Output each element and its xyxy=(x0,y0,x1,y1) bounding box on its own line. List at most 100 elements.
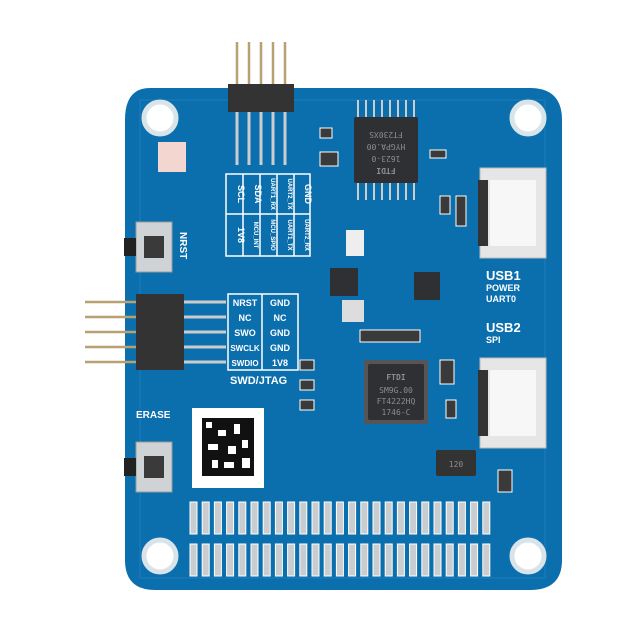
swd-gnd-1: GND xyxy=(270,298,291,308)
ft230xs-chip: FTDI 1623-0 HYGPA.00 FT230XS xyxy=(354,100,418,200)
ft4222hq-chip: FTDI SM9G.00 FT4222HQ 1746-C xyxy=(364,360,428,424)
svg-text:120: 120 xyxy=(449,460,464,469)
edge-pad xyxy=(262,501,271,535)
swd-1v8: 1V8 xyxy=(272,358,288,368)
edge-pad xyxy=(433,501,442,535)
edge-pad xyxy=(348,501,357,535)
edge-pad xyxy=(482,501,491,535)
u1-chip xyxy=(414,272,440,300)
swd-gnd-2: GND xyxy=(270,328,291,338)
edge-pad xyxy=(335,501,344,535)
edge-pad xyxy=(311,501,320,535)
svg-text:SM9G.00: SM9G.00 xyxy=(379,386,413,395)
edge-pad xyxy=(274,501,283,535)
swd-nrst: NRST xyxy=(233,298,258,308)
edge-pad xyxy=(348,543,357,577)
swd-title: SWD/JTAG xyxy=(230,375,287,387)
nrst-button[interactable] xyxy=(124,221,173,273)
edge-pads xyxy=(189,501,491,577)
usb1-title: USB1 xyxy=(486,268,521,283)
edge-pad xyxy=(396,543,405,577)
edge-pad xyxy=(238,501,247,535)
nrst-label: NRST xyxy=(177,232,188,259)
edge-pad xyxy=(421,543,430,577)
edge-pad xyxy=(384,543,393,577)
label-mcu-spio: MCU_SPIO xyxy=(269,219,275,251)
label-uart1-tx: UART1_TX xyxy=(286,219,292,250)
edge-pad xyxy=(433,543,442,577)
swd-swclk: SWCLK xyxy=(230,344,260,353)
edge-pad xyxy=(470,543,479,577)
edge-pad xyxy=(445,501,454,535)
usb1-uart0: UART0 xyxy=(486,294,516,304)
inductor xyxy=(342,300,364,322)
edge-pad xyxy=(311,543,320,577)
mounting-holes xyxy=(141,99,547,575)
usb1-connector[interactable] xyxy=(478,167,547,259)
edge-pad xyxy=(482,543,491,577)
svg-text:FT4222HQ: FT4222HQ xyxy=(377,397,416,406)
usb2-connector[interactable] xyxy=(478,357,547,449)
swd-nc-1: NC xyxy=(239,313,252,323)
edge-pad xyxy=(299,543,308,577)
label-uart2-rx: UART2_RX xyxy=(303,219,309,251)
label-uart2-tx: UART2_TX xyxy=(286,178,292,209)
usb2-title: USB2 xyxy=(486,320,521,335)
edge-pad xyxy=(360,543,369,577)
svg-text:FT230XS: FT230XS xyxy=(369,130,403,139)
label-1v8: 1V8 xyxy=(236,227,246,243)
edge-pad xyxy=(384,501,393,535)
edge-pad xyxy=(213,543,222,577)
edge-pad xyxy=(226,543,235,577)
datamatrix-code xyxy=(192,408,264,488)
svg-text:HYGPA.00: HYGPA.00 xyxy=(367,142,406,151)
swd-gnd-3: GND xyxy=(270,343,291,353)
edge-pad xyxy=(470,501,479,535)
edge-pad xyxy=(323,543,332,577)
edge-pad xyxy=(335,543,344,577)
edge-pad xyxy=(201,501,210,535)
edge-pad xyxy=(457,501,466,535)
edge-pad xyxy=(323,501,332,535)
crystal: 120 xyxy=(436,450,476,476)
edge-pad xyxy=(226,501,235,535)
svg-text:FTDI: FTDI xyxy=(376,166,395,175)
edge-pad xyxy=(213,501,222,535)
pad-area xyxy=(158,142,186,172)
swd-labels: NRST GND NC NC SWO GND SWCLK GND SWDIO 1… xyxy=(227,293,299,387)
edge-pad xyxy=(445,543,454,577)
top-pin-header xyxy=(228,42,294,165)
label-gnd: GND xyxy=(303,184,313,205)
edge-pad xyxy=(287,543,296,577)
edge-pad xyxy=(396,501,405,535)
edge-pad xyxy=(372,543,381,577)
usb1-power: POWER xyxy=(486,283,521,293)
edge-pad xyxy=(238,543,247,577)
passive-components xyxy=(299,127,513,493)
edge-pad xyxy=(299,501,308,535)
erase-button[interactable] xyxy=(124,441,173,493)
top-header-labels: SCL 1V8 SDA MCU_INT UART1_RX MCU_SPIO UA… xyxy=(225,173,313,257)
edge-pad xyxy=(250,501,259,535)
swd-nc-2: NC xyxy=(274,313,287,323)
label-uart1-rx: UART1_RX xyxy=(269,178,275,210)
inductor-2 xyxy=(346,230,364,256)
edge-pad xyxy=(189,501,198,535)
edge-pad xyxy=(274,543,283,577)
usb2-spi: SPI xyxy=(486,335,501,345)
swd-pin-header xyxy=(85,294,226,370)
svg-text:1746-C: 1746-C xyxy=(382,408,411,417)
label-scl: SCL xyxy=(236,185,246,204)
erase-label: ERASE xyxy=(136,410,171,421)
edge-pad xyxy=(409,543,418,577)
label-mcu-int: MCU_INT xyxy=(252,222,258,249)
edge-pad xyxy=(360,501,369,535)
label-sda: SDA xyxy=(253,184,263,204)
edge-pad xyxy=(409,501,418,535)
svg-text:1623-0: 1623-0 xyxy=(371,154,400,163)
edge-pad xyxy=(250,543,259,577)
regulator-chip xyxy=(330,268,358,296)
edge-pad xyxy=(189,543,198,577)
edge-pad xyxy=(262,543,271,577)
